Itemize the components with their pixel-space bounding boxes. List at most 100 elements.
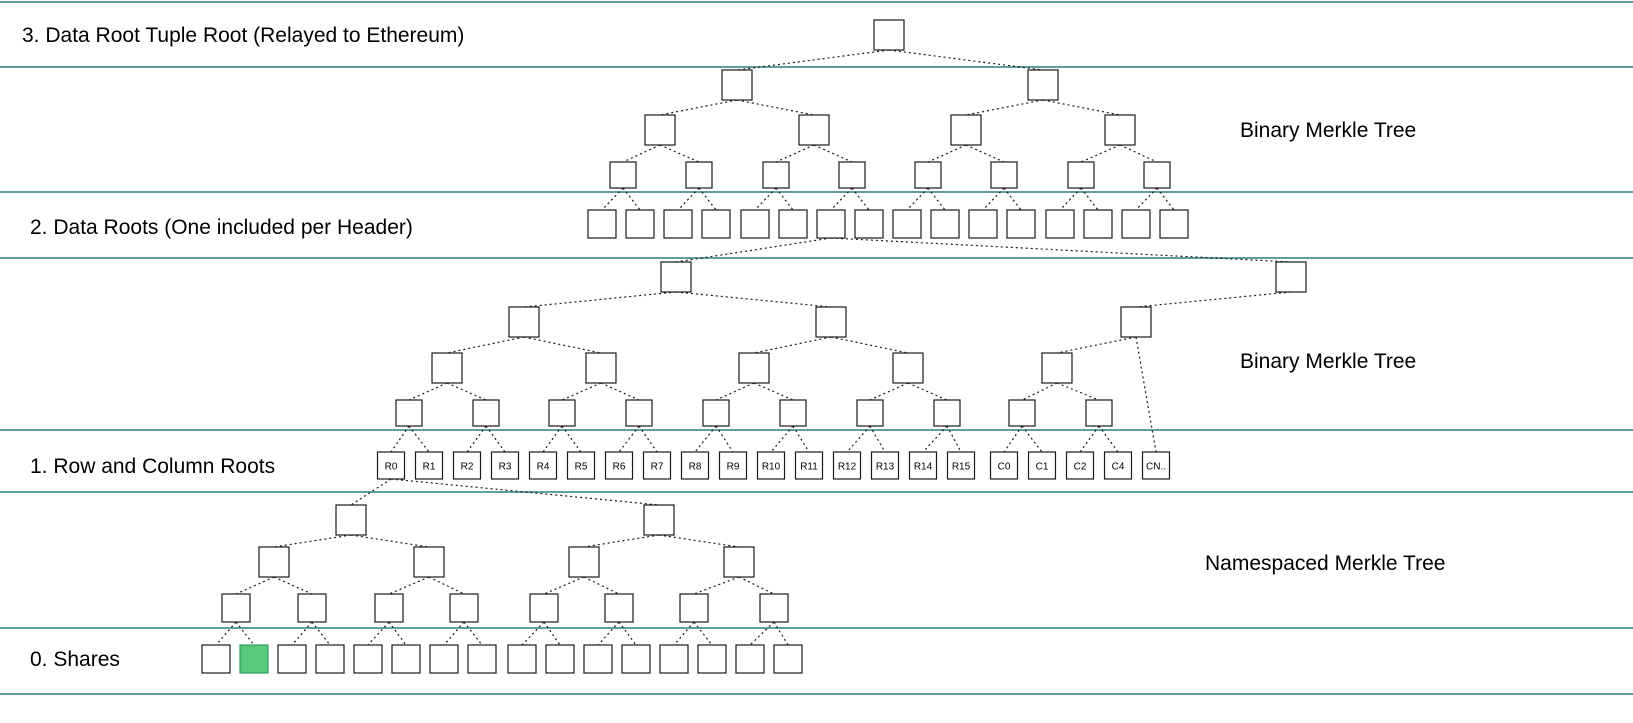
nmt-subroot-0 xyxy=(335,504,367,536)
binary-tree1-node-l3-6 xyxy=(1067,161,1095,189)
row-col-root-label-4: R4 xyxy=(537,462,550,473)
data-root-leaf-1 xyxy=(625,209,655,239)
nmt-node-l2-0 xyxy=(258,546,290,578)
side-label-binary-merkle-tree-mid: Binary Merkle Tree xyxy=(1240,350,1417,373)
binary-tree2-node-l2-1 xyxy=(585,352,617,384)
tree-edge xyxy=(235,576,275,595)
binary-tree1-node-l2-1 xyxy=(798,114,830,146)
nmt-node-l3-0 xyxy=(221,593,251,623)
tree-edge xyxy=(1135,336,1157,453)
row-col-root-leaf-15 xyxy=(946,451,976,480)
tree-edge xyxy=(693,621,713,646)
tree-edge xyxy=(1021,425,1043,453)
tree-edge xyxy=(753,336,832,354)
share-leaf-15 xyxy=(773,644,803,674)
row-col-root-leaf-19 xyxy=(1103,451,1133,480)
row-col-root-label-19: C4 xyxy=(1112,462,1125,473)
tree-edge xyxy=(408,382,448,401)
binary-tree2-subroot-1 xyxy=(1275,261,1307,293)
tree-edge xyxy=(618,425,640,453)
tree-edge xyxy=(888,49,1044,71)
share-leaf-7 xyxy=(467,644,497,674)
tree-edge xyxy=(965,144,1005,163)
tree-edge xyxy=(658,534,740,548)
tree-edge xyxy=(675,237,832,263)
row-col-root-leaf-16 xyxy=(989,451,1019,480)
data-root-leaf-4 xyxy=(740,209,770,239)
binary-tree2-node-l3-4 xyxy=(702,399,730,427)
binary-tree2-node-l3-0 xyxy=(395,399,423,427)
row-col-root-label-17: C1 xyxy=(1036,462,1049,473)
binary-tree1-node-l3-5 xyxy=(990,161,1018,189)
tree-edge xyxy=(1021,382,1058,401)
tree-edge xyxy=(273,534,352,548)
tree-edge xyxy=(738,576,775,595)
share-leaf-11 xyxy=(621,644,651,674)
binary-tree2-node-l3-8 xyxy=(1008,399,1036,427)
binary-tree2-node-l2-3 xyxy=(892,352,924,384)
binary-tree2-node-l3-5 xyxy=(779,399,807,427)
binary-tree1-node-l2-2 xyxy=(950,114,982,146)
tree-edge xyxy=(523,291,677,308)
tree-edge xyxy=(1059,187,1082,211)
row-col-root-label-5: R5 xyxy=(575,462,588,473)
binary-tree2-subroot-0 xyxy=(660,261,692,293)
row-col-root-label-16: C0 xyxy=(998,462,1011,473)
row-col-root-leaf-14 xyxy=(908,451,938,480)
tree-edge xyxy=(561,425,582,453)
tree-edge xyxy=(408,425,430,453)
tree-edge xyxy=(1079,425,1100,453)
nmt-node-l2-3 xyxy=(723,546,755,578)
nmt-node-l3-5 xyxy=(604,593,634,623)
row-col-root-leaf-18 xyxy=(1065,451,1095,480)
share-leaf-13 xyxy=(697,644,727,674)
binary-tree2-node-l2-2 xyxy=(738,352,770,384)
binary-tree1-node-l1-1 xyxy=(1027,69,1059,101)
tree-edge xyxy=(1056,336,1137,354)
tree-edge xyxy=(542,425,563,453)
binary-tree1-node-l3-1 xyxy=(685,161,713,189)
row-col-root-label-9: R9 xyxy=(727,462,740,473)
tree-edge xyxy=(463,621,483,646)
binary-tree2-node-l1-2 xyxy=(1120,306,1152,338)
tree-edge xyxy=(622,144,661,163)
tree-edge xyxy=(677,187,700,211)
data-root-leaf-15 xyxy=(1159,209,1189,239)
row-col-root-label-1: R1 xyxy=(423,462,436,473)
tree-edge xyxy=(754,187,777,211)
share-leaf-14 xyxy=(735,644,765,674)
tree-edge xyxy=(543,576,585,595)
data-root-leaf-3 xyxy=(701,209,731,239)
tree-edge xyxy=(235,621,255,646)
nmt-node-l2-1 xyxy=(413,546,445,578)
row-col-root-leaf-8 xyxy=(680,451,710,480)
data-root-tuple-root-node xyxy=(873,19,905,51)
binary-tree2-node-l3-9 xyxy=(1085,399,1113,427)
nmt-node-l3-4 xyxy=(529,593,559,623)
tree-edge xyxy=(927,144,967,163)
tree-edge xyxy=(521,621,545,646)
row-col-root-leaf-13 xyxy=(870,451,900,480)
binary-tree1-node-l3-7 xyxy=(1143,161,1171,189)
tree-edge xyxy=(583,576,620,595)
tree-edge xyxy=(638,425,658,453)
binary-tree2-node-l2-0 xyxy=(431,352,463,384)
tree-edge xyxy=(388,621,407,646)
tree-edge xyxy=(792,425,810,453)
tree-edge xyxy=(749,621,775,646)
nmt-node-l3-1 xyxy=(297,593,327,623)
tree-edge xyxy=(523,336,602,354)
row-col-root-leaf-7 xyxy=(642,451,672,480)
row-col-root-leaf-1 xyxy=(414,451,444,480)
binary-tree2-node-l3-2 xyxy=(548,399,576,427)
row-col-root-label-20: CN.. xyxy=(1146,462,1166,473)
binary-tree1-node-l3-2 xyxy=(762,161,790,189)
binary-tree2-node-l3-3 xyxy=(625,399,653,427)
tree-edge xyxy=(446,336,525,354)
data-root-leaf-11 xyxy=(1006,209,1036,239)
tree-edge xyxy=(273,576,313,595)
tree-edge xyxy=(1098,425,1119,453)
tree-edge xyxy=(693,576,740,595)
row-col-root-leaf-12 xyxy=(832,451,862,480)
tree-edge xyxy=(543,621,561,646)
